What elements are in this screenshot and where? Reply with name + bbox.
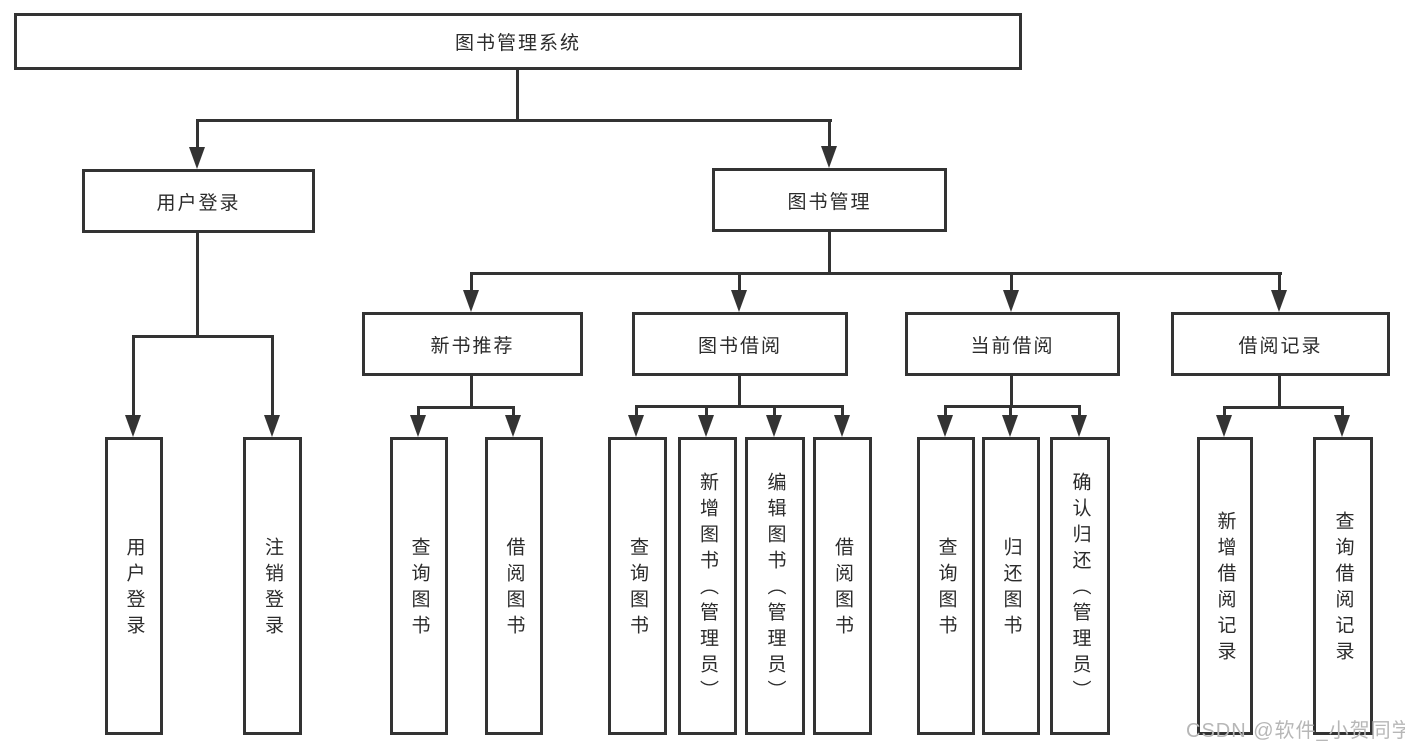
connector-line bbox=[773, 405, 776, 416]
connector-line bbox=[635, 405, 638, 416]
node-library-system: 图书管理系统 bbox=[14, 13, 1022, 70]
arrow-down-icon bbox=[264, 415, 280, 437]
connector-line bbox=[196, 233, 199, 337]
connector-line bbox=[470, 272, 473, 292]
arrow-down-icon bbox=[698, 415, 714, 437]
arrow-down-icon bbox=[1002, 415, 1018, 437]
arrow-down-icon bbox=[821, 146, 837, 168]
node-new-book-recommendation: 新书推荐 bbox=[362, 312, 583, 376]
leaf-query-books-current: 查询图书 bbox=[917, 437, 975, 735]
arrow-down-icon bbox=[410, 415, 426, 437]
connector-line bbox=[512, 406, 515, 416]
connector-line bbox=[516, 70, 519, 121]
connector-line bbox=[1278, 272, 1281, 292]
arrow-down-icon bbox=[937, 415, 953, 437]
connector-line bbox=[132, 335, 274, 338]
connector-line bbox=[1341, 406, 1344, 416]
node-book-borrowing: 图书借阅 bbox=[632, 312, 848, 376]
connector-line bbox=[841, 405, 844, 416]
connector-line bbox=[470, 376, 473, 408]
arrow-down-icon bbox=[628, 415, 644, 437]
arrow-down-icon bbox=[766, 415, 782, 437]
connector-line bbox=[705, 405, 708, 416]
connector-line bbox=[1223, 406, 1226, 416]
connector-line bbox=[1278, 376, 1281, 408]
connector-line bbox=[1010, 272, 1013, 292]
node-borrowing-records: 借阅记录 bbox=[1171, 312, 1390, 376]
arrow-down-icon bbox=[731, 290, 747, 312]
connector-line bbox=[944, 405, 947, 416]
connector-line bbox=[738, 376, 741, 407]
connector-line bbox=[1009, 405, 1012, 416]
csdn-watermark: CSDN @软件_小贺同学 bbox=[1186, 720, 1405, 742]
leaf-edit-books-admin: 编辑图书（管理员） bbox=[745, 437, 805, 735]
connector-line bbox=[196, 119, 199, 149]
arrow-down-icon bbox=[1334, 415, 1350, 437]
leaf-query-borrow-record: 查询借阅记录 bbox=[1313, 437, 1373, 735]
connector-line bbox=[738, 272, 741, 292]
node-current-borrowing: 当前借阅 bbox=[905, 312, 1120, 376]
connector-line bbox=[470, 272, 1282, 275]
arrow-down-icon bbox=[463, 290, 479, 312]
leaf-confirm-return-admin: 确认归还（管理员） bbox=[1050, 437, 1110, 735]
leaf-add-books-admin: 新增图书（管理员） bbox=[678, 437, 737, 735]
leaf-add-borrow-record: 新增借阅记录 bbox=[1197, 437, 1253, 735]
connector-line bbox=[635, 405, 844, 408]
node-book-management: 图书管理 bbox=[712, 168, 947, 232]
connector-line bbox=[828, 119, 831, 148]
leaf-logout: 注销登录 bbox=[243, 437, 302, 735]
arrow-down-icon bbox=[125, 415, 141, 437]
arrow-down-icon bbox=[834, 415, 850, 437]
leaf-borrow-books: 借阅图书 bbox=[813, 437, 872, 735]
connector-line bbox=[1223, 406, 1344, 409]
connector-line bbox=[828, 232, 831, 274]
arrow-down-icon bbox=[189, 147, 205, 169]
arrow-down-icon bbox=[1271, 290, 1287, 312]
connector-line bbox=[944, 405, 1081, 408]
connector-line bbox=[1010, 376, 1013, 407]
connector-line bbox=[417, 406, 515, 409]
connector-line bbox=[271, 335, 274, 417]
leaf-query-books-recommendation: 查询图书 bbox=[390, 437, 448, 735]
leaf-query-books-borrowing: 查询图书 bbox=[608, 437, 667, 735]
arrow-down-icon bbox=[505, 415, 521, 437]
leaf-borrow-books-recommendation: 借阅图书 bbox=[485, 437, 543, 735]
leaf-return-books: 归还图书 bbox=[982, 437, 1040, 735]
connector-line bbox=[132, 335, 135, 417]
arrow-down-icon bbox=[1003, 290, 1019, 312]
arrow-down-icon bbox=[1071, 415, 1087, 437]
connector-line bbox=[1078, 405, 1081, 416]
arrow-down-icon bbox=[1216, 415, 1232, 437]
node-user-login: 用户登录 bbox=[82, 169, 315, 233]
connector-line bbox=[196, 119, 832, 122]
leaf-user-login: 用户登录 bbox=[105, 437, 163, 735]
connector-line bbox=[417, 406, 420, 416]
